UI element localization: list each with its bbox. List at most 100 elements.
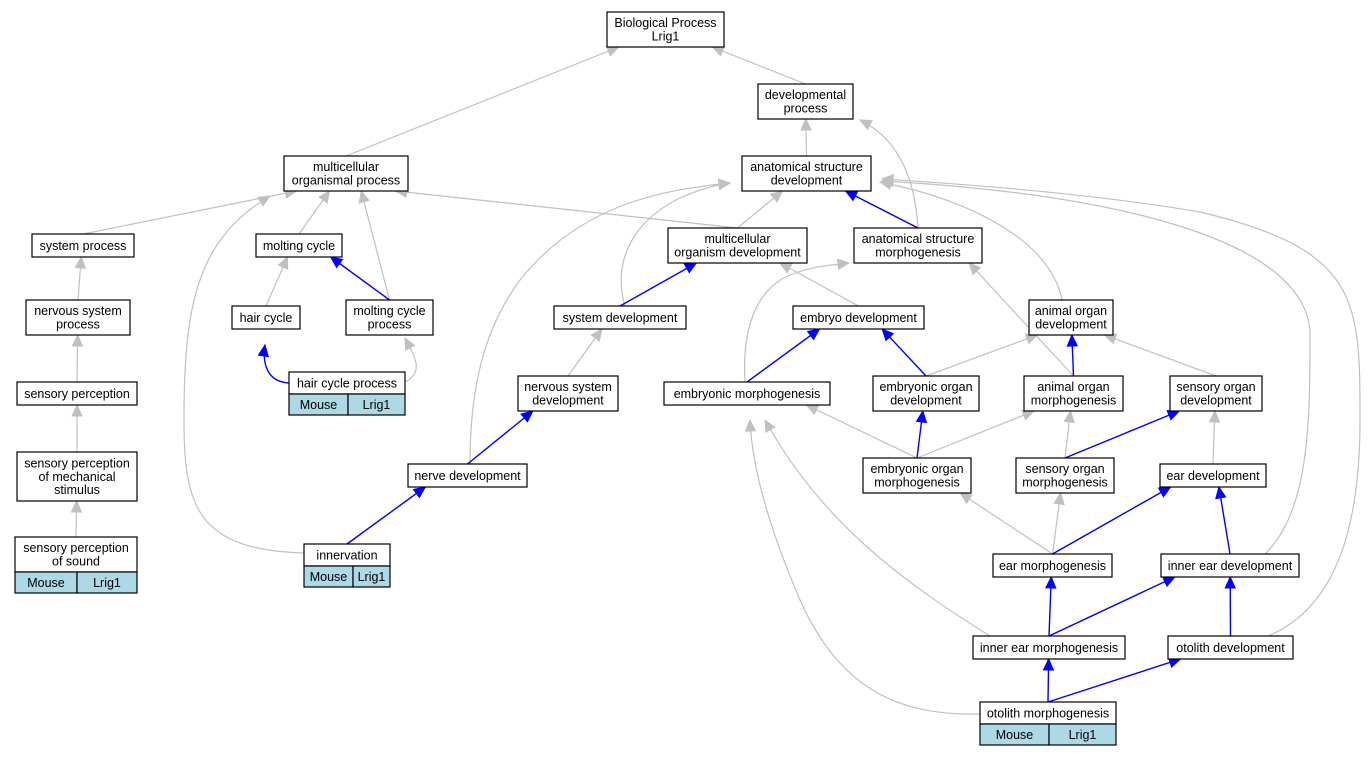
term-node-nerve[interactable]: nerve development: [407, 463, 528, 488]
edge-sps-to-spm: [70, 499, 83, 538]
term-label-line: organismal process: [292, 173, 400, 187]
term-node-sysdev[interactable]: system development: [553, 305, 687, 330]
edge-eod-to-aod: [925, 333, 1039, 377]
edge-sysproc-to-mop: [82, 187, 298, 235]
arrowhead: [74, 255, 87, 269]
arrowhead: [520, 410, 534, 423]
edge-mod-to-asd: [737, 190, 784, 229]
term-node-eard[interactable]: ear development: [1159, 463, 1267, 488]
term-box: [231, 305, 301, 330]
edge-otod-to-ied: [1224, 575, 1237, 637]
term-node-iem[interactable]: inner ear morphogenesis: [972, 635, 1126, 660]
arrowhead: [1157, 486, 1172, 498]
gene-cell[interactable]: [76, 571, 138, 594]
gene-cell[interactable]: [1048, 723, 1117, 746]
term-box: [972, 635, 1126, 660]
term-label-line: ear development: [1166, 469, 1260, 483]
term-node-otod[interactable]: otolith development: [1167, 635, 1294, 660]
arrowhead: [836, 258, 851, 270]
term-node-sp[interactable]: sensory perception: [16, 381, 138, 406]
species-label: Mouse: [996, 728, 1034, 742]
term-node-embdev[interactable]: embryo development: [792, 305, 925, 330]
term-label-line: system development: [563, 311, 678, 325]
edge-innerv-to-nerve: [346, 486, 427, 545]
edge-hcp-to-hair: [257, 343, 290, 384]
term-label-line: development: [890, 393, 962, 407]
term-box: [345, 299, 434, 336]
term-box: [553, 305, 687, 330]
arrowhead: [605, 45, 620, 57]
term-box: [792, 305, 925, 330]
edge-som-to-sod: [1064, 410, 1181, 459]
term-label-line: embryonic organ: [879, 380, 972, 394]
term-label-line: nervous system: [524, 380, 612, 394]
arrowhead: [711, 45, 726, 57]
edge-iem-to-embm: [764, 418, 991, 637]
edge-earm-to-eom: [959, 492, 1053, 555]
term-label-line: Lrig1: [652, 29, 680, 43]
arrowhead: [257, 195, 272, 207]
edge-spm-to-sp: [71, 403, 83, 452]
term-label-line: anatomical structure: [750, 160, 863, 174]
edge-nerve-to-asd: [469, 178, 732, 465]
term-box: [757, 83, 854, 120]
term-label-line: system process: [40, 239, 127, 253]
edge-eom-to-eod: [915, 409, 928, 459]
edge-embm-to-asm: [743, 258, 851, 383]
term-label-line: inner ear development: [1168, 559, 1293, 573]
edge-nerve-to-nsd: [467, 410, 534, 465]
species-label: Mouse: [300, 398, 338, 412]
term-node-ied[interactable]: inner ear development: [1160, 553, 1300, 578]
term-label-line: otolith development: [1176, 641, 1285, 655]
edge-eom-to-aom: [916, 409, 1036, 459]
term-label-line: sensory organ: [1176, 380, 1255, 394]
edge-molt-to-mop: [298, 190, 331, 235]
term-label-line: embryonic organ: [870, 462, 963, 476]
term-node-embm[interactable]: embryonic morphogenesis: [663, 381, 831, 406]
gene-cell[interactable]: [352, 565, 391, 588]
species-label: Mouse: [27, 576, 65, 590]
arrowhead: [1208, 409, 1221, 423]
arrowhead: [1045, 575, 1057, 589]
term-node-earm[interactable]: ear morphogenesis: [992, 553, 1113, 578]
term-box: [517, 375, 619, 412]
term-box: [872, 375, 980, 412]
term-label-line: sensory organ: [1025, 462, 1104, 476]
term-node-hair[interactable]: hair cycle: [231, 305, 301, 330]
term-node-molt[interactable]: molting cycle: [255, 233, 343, 258]
term-node-sysproc[interactable]: system process: [31, 233, 135, 258]
arrowhead: [764, 418, 776, 433]
term-label-line: nerve development: [414, 469, 521, 483]
edge-nsd-to-sysdev: [567, 328, 603, 377]
term-label-line: otolith morphogenesis: [987, 706, 1109, 720]
arrowhead: [744, 418, 757, 432]
gene-cell[interactable]: [347, 393, 406, 416]
term-box: [663, 381, 831, 406]
edge-earm-to-eard: [1052, 486, 1172, 555]
term-label-line: molting cycle: [263, 239, 335, 253]
term-label-line: of sound: [52, 554, 100, 568]
species-label: Mouse: [310, 570, 348, 584]
